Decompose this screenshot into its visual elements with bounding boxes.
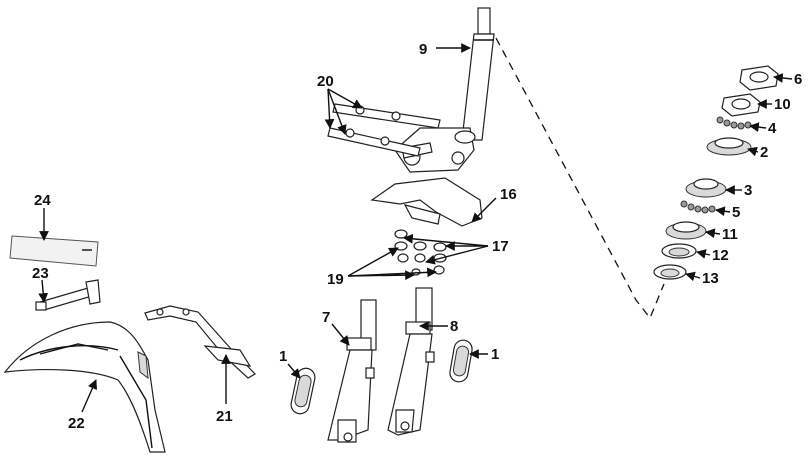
callout-13: 13: [702, 270, 719, 287]
callout-3: 3: [744, 182, 752, 199]
front-fender: [3, 321, 166, 453]
small-bracket: [35, 279, 101, 311]
callout-7: 7: [322, 309, 330, 326]
callout-1-left: 1: [279, 348, 287, 365]
clamp-bolts: [327, 103, 441, 157]
callout-1-right: 1: [491, 346, 499, 363]
fork-leg-left: [327, 299, 377, 443]
leader-lines: [38, 43, 793, 413]
callout-17: 17: [492, 238, 509, 255]
reflector-right: [449, 339, 473, 383]
callout-24: 24: [34, 192, 51, 209]
callout-16: 16: [500, 186, 517, 203]
callout-22: 22: [68, 415, 85, 432]
cover-plate: [370, 177, 483, 227]
fender-bracket: [144, 305, 256, 379]
callout-11: 11: [722, 226, 738, 243]
bearing-kit-dashed-link: [495, 37, 665, 320]
callout-9: 9: [419, 41, 427, 58]
callout-6: 6: [794, 71, 802, 88]
fork-leg-right: [387, 287, 435, 436]
callout-5: 5: [732, 204, 740, 221]
callout-12: 12: [712, 247, 729, 264]
callout-23: 23: [32, 265, 49, 282]
bearing-kit: [653, 65, 779, 280]
callout-10: 10: [774, 96, 791, 113]
callout-8: 8: [450, 318, 458, 335]
steering-stem: [461, 7, 495, 141]
decal-label: [9, 235, 99, 267]
callout-4: 4: [768, 120, 777, 137]
callout-19: 19: [327, 271, 344, 288]
reflector-left: [290, 367, 316, 415]
callout-2: 2: [760, 144, 768, 161]
callout-21: 21: [216, 408, 233, 425]
callout-20: 20: [317, 73, 334, 90]
fork-fasteners: [394, 229, 447, 276]
callout-labels: 9 20 16 17 19 7 8 1 1 6 10 4 2 3 5 11 12…: [32, 41, 802, 432]
